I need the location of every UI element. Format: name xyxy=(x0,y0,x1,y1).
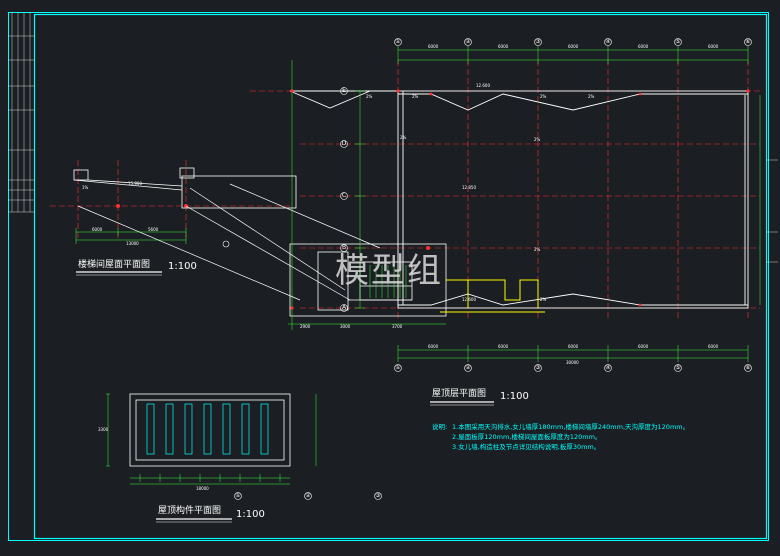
stair-roof-title: 楼梯间屋面平面图 xyxy=(78,260,151,270)
stair-roof-axis xyxy=(50,160,290,240)
svg-text:6000: 6000 xyxy=(708,44,719,49)
dim-parapet-w: 3300 xyxy=(98,427,109,432)
roof-title: 屋顶层平面图 xyxy=(432,389,487,399)
stair-roof-outline xyxy=(73,167,297,209)
grid-bottom-5: ⑤ xyxy=(675,364,681,371)
stair-gutter xyxy=(440,279,545,313)
dim-stair-total: 13000 xyxy=(126,241,139,246)
parapet-plan xyxy=(129,393,291,467)
roof-outline xyxy=(289,90,749,309)
roof-dimensions xyxy=(288,46,761,362)
note-line-1: 1.本图采用天沟排水,女儿墙厚180mm,楼梯间墙厚240mm,天沟厚度为120… xyxy=(452,423,690,431)
parapet-slots xyxy=(146,403,269,455)
roof-dim-numbers: 6000 6000 6000 6000 6000 6000 6000 6000 6000 600… xyxy=(300,44,719,365)
svg-text:3000: 3000 xyxy=(340,324,351,329)
right-title-strip xyxy=(766,159,778,263)
grid-small-2: ② xyxy=(305,492,311,499)
slope-label: 2% xyxy=(540,94,547,99)
grid-top-3: ③ xyxy=(535,38,541,45)
left-title-strip xyxy=(8,12,34,213)
svg-text:6000: 6000 xyxy=(568,44,579,49)
grid-top-6: ⑥ xyxy=(745,38,751,45)
projection-leaders xyxy=(77,183,381,301)
inner-frame xyxy=(33,13,768,540)
grid-bottom-2: ② xyxy=(465,364,471,371)
note-line-2: 2.屋面板厚120mm,楼梯间屋面板厚度为120mm。 xyxy=(452,433,602,441)
svg-text:30000: 30000 xyxy=(566,360,579,365)
grid-top-2: ② xyxy=(465,38,471,45)
grid-top-5: ⑤ xyxy=(675,38,681,45)
elevation-stair-top: 15.900 xyxy=(128,181,142,186)
stair-roof-dims xyxy=(75,228,187,244)
title-underlines xyxy=(76,271,494,523)
slope-label: 2% xyxy=(534,137,541,142)
roof-scale: 1:100 xyxy=(500,391,529,402)
grid-bottom-3: ③ xyxy=(535,364,541,371)
slope-label: 2% xyxy=(534,247,541,252)
slope-label: 2% xyxy=(412,94,419,99)
svg-text:6000: 6000 xyxy=(428,44,439,49)
parapet-scale: 1:100 xyxy=(236,509,265,520)
svg-text:2900: 2900 xyxy=(300,324,311,329)
notes-label: 说明: xyxy=(432,423,448,431)
grid-top-1: ① xyxy=(395,38,401,45)
svg-text:6000: 6000 xyxy=(638,344,649,349)
slope-label: 2% xyxy=(400,135,407,140)
watermark: 模型组 xyxy=(335,251,443,291)
outer-frame xyxy=(8,12,769,541)
stair-steps xyxy=(369,265,407,298)
stair-roof-scale: 1:100 xyxy=(168,261,197,272)
elevation-lower: 12.600 xyxy=(462,297,476,302)
note-line-3: 3.女儿墙,构造柱及节点详见结构说明,板厚30mm。 xyxy=(452,443,601,451)
grid-small-1: ① xyxy=(235,492,241,499)
slope-label: 2% xyxy=(366,94,373,99)
slope-label: 1% xyxy=(82,185,89,190)
svg-text:6000: 6000 xyxy=(498,344,509,349)
grid-side-e: E xyxy=(342,87,346,94)
dim-bottom-total: 18000 xyxy=(196,486,209,491)
grid-bottom-1: ① xyxy=(395,364,401,371)
grid-side-a: A xyxy=(341,304,347,311)
svg-text:6000: 6000 xyxy=(638,44,649,49)
svg-text:6000: 6000 xyxy=(568,344,579,349)
grid-small-3: ③ xyxy=(375,492,381,499)
grid-bottom-6: ⑥ xyxy=(745,364,751,371)
svg-text:6000: 6000 xyxy=(708,344,719,349)
elevation-roof-mid: 12.850 xyxy=(462,185,476,190)
slope-label: 2% xyxy=(540,297,547,302)
grid-bottom-4: ④ xyxy=(605,364,611,371)
grid-top-4: ④ xyxy=(605,38,611,45)
svg-text:6000: 6000 xyxy=(498,44,509,49)
grid-side-b: B xyxy=(341,244,347,251)
svg-text:6000: 6000 xyxy=(428,344,439,349)
grid-side-d: D xyxy=(341,140,347,147)
parapet-dims xyxy=(106,393,317,485)
slope-label: 2% xyxy=(588,94,595,99)
dim-stair-a: 6000 xyxy=(92,227,103,232)
parapet-title: 屋顶构件平面图 xyxy=(158,506,222,516)
grid-side-c: C xyxy=(341,192,347,199)
roof-drains xyxy=(116,89,750,310)
dim-stair-b: 5600 xyxy=(148,227,159,232)
svg-text:3700: 3700 xyxy=(392,324,403,329)
grid-bubbles xyxy=(222,38,752,500)
elevation-roof-top: 12.600 xyxy=(476,83,490,88)
